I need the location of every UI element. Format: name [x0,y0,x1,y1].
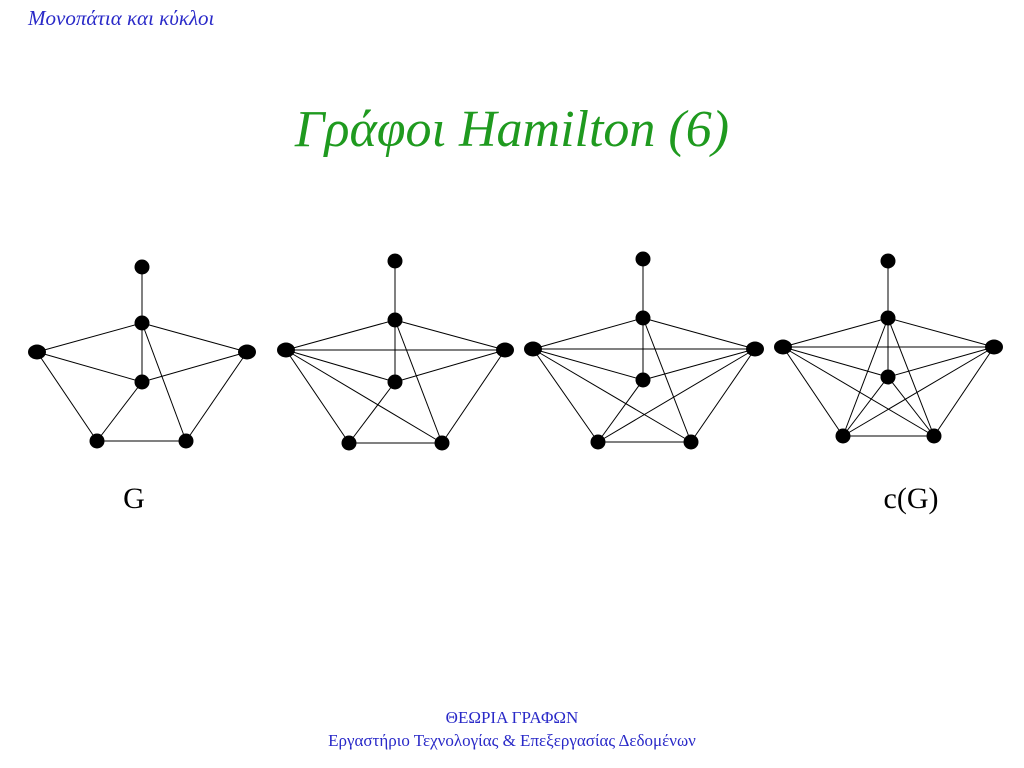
graph-2-edge [394,349,506,383]
graph-1-edge [36,322,143,353]
graph-3-edge [642,317,692,443]
graph-3-edge [690,348,756,443]
graph-2-edge [285,349,396,383]
footer-course-title: ΘΕΩΡΙΑ ΓΡΑΦΩΝ [445,708,579,727]
graph-4-edge [782,317,889,348]
graph-1-vertex [134,315,150,331]
graph-3-vertex [635,372,651,388]
graph-3-vertex [635,251,651,267]
graph-4-edge [887,317,995,348]
graph-2-edge [348,381,396,444]
graph-4-edge [782,346,935,437]
graph-2-vertex [434,435,450,451]
graph-4-vertex [985,339,1003,355]
graph-3-edge [597,348,756,443]
graph-1-vertex [134,374,150,390]
graph-1-vertex [89,433,105,449]
graph-2-edge [285,319,396,351]
graph-2-vertex [387,374,403,390]
graph-4-edge [842,317,889,437]
graph-3-edge [532,348,644,381]
graph-4-vertex [835,428,851,444]
graph-2-edge [394,319,506,351]
footer-lab-name: Εργαστήριο Τεχνολογίας & Επεξεργασίας Δε… [328,731,696,750]
graph-1-edge [185,351,248,442]
graph-3-vertex [683,434,699,450]
graph-3-vertex [635,310,651,326]
graph-3-edge [532,348,599,443]
graph-4-edge [782,346,844,437]
graph-2-edge [394,319,443,444]
graph-2-edge [285,349,443,444]
graph-3-vertex [746,341,764,357]
graph-1-vertex [238,344,256,360]
graph-2-vertex [387,253,403,269]
graph-3-edge [532,348,692,443]
graph-4-vertex [880,310,896,326]
graph-2-edge [285,349,350,444]
slide-footer: ΘΕΩΡΙΑ ΓΡΑΦΩΝ Εργαστήριο Τεχνολογίας & Ε… [0,706,1024,752]
graph-4-edge [842,346,995,437]
graph-1-edge [96,381,143,442]
graph-edges [36,259,995,444]
graph-4-vertex [774,339,792,355]
graph-1-edge [36,351,98,442]
graph-2-vertex [341,435,357,451]
graph-3-edge [597,379,644,443]
graph-4-vertex [926,428,942,444]
graph-3-edge [642,348,756,381]
graph-label-g: G [123,482,145,515]
graph-1-edge [141,322,187,442]
graph-1-vertex [178,433,194,449]
graph-1-edge [36,351,143,383]
graph-4-vertex [880,253,896,269]
graph-4-edge [887,317,935,437]
graph-4-edge [782,346,889,378]
graph-2-vertex [387,312,403,328]
graph-4-edge [887,376,935,437]
graph-nodes [28,251,1003,451]
graph-1-edge [141,322,248,353]
graph-4-edge [842,376,889,437]
graph-1-vertex [28,344,46,360]
slide-header: Μονοπάτια και κύκλοι [28,6,215,30]
graph-3-edge [642,317,756,350]
graph-2-vertex [496,342,514,358]
graph-2-edge [441,349,506,444]
graph-2-vertex [277,342,295,358]
graph-3-vertex [590,434,606,450]
graph-4-vertex [880,369,896,385]
graph-label-closure: c(G) [884,482,939,515]
graph-4-edge [887,346,995,378]
graph-4-edge [933,346,995,437]
graph-3-vertex [524,341,542,357]
slide-title: Γράφοι Hamilton (6) [294,101,730,158]
graph-1-edge [141,351,248,383]
graph-1-vertex [134,259,150,275]
graph-3-edge [532,317,644,350]
